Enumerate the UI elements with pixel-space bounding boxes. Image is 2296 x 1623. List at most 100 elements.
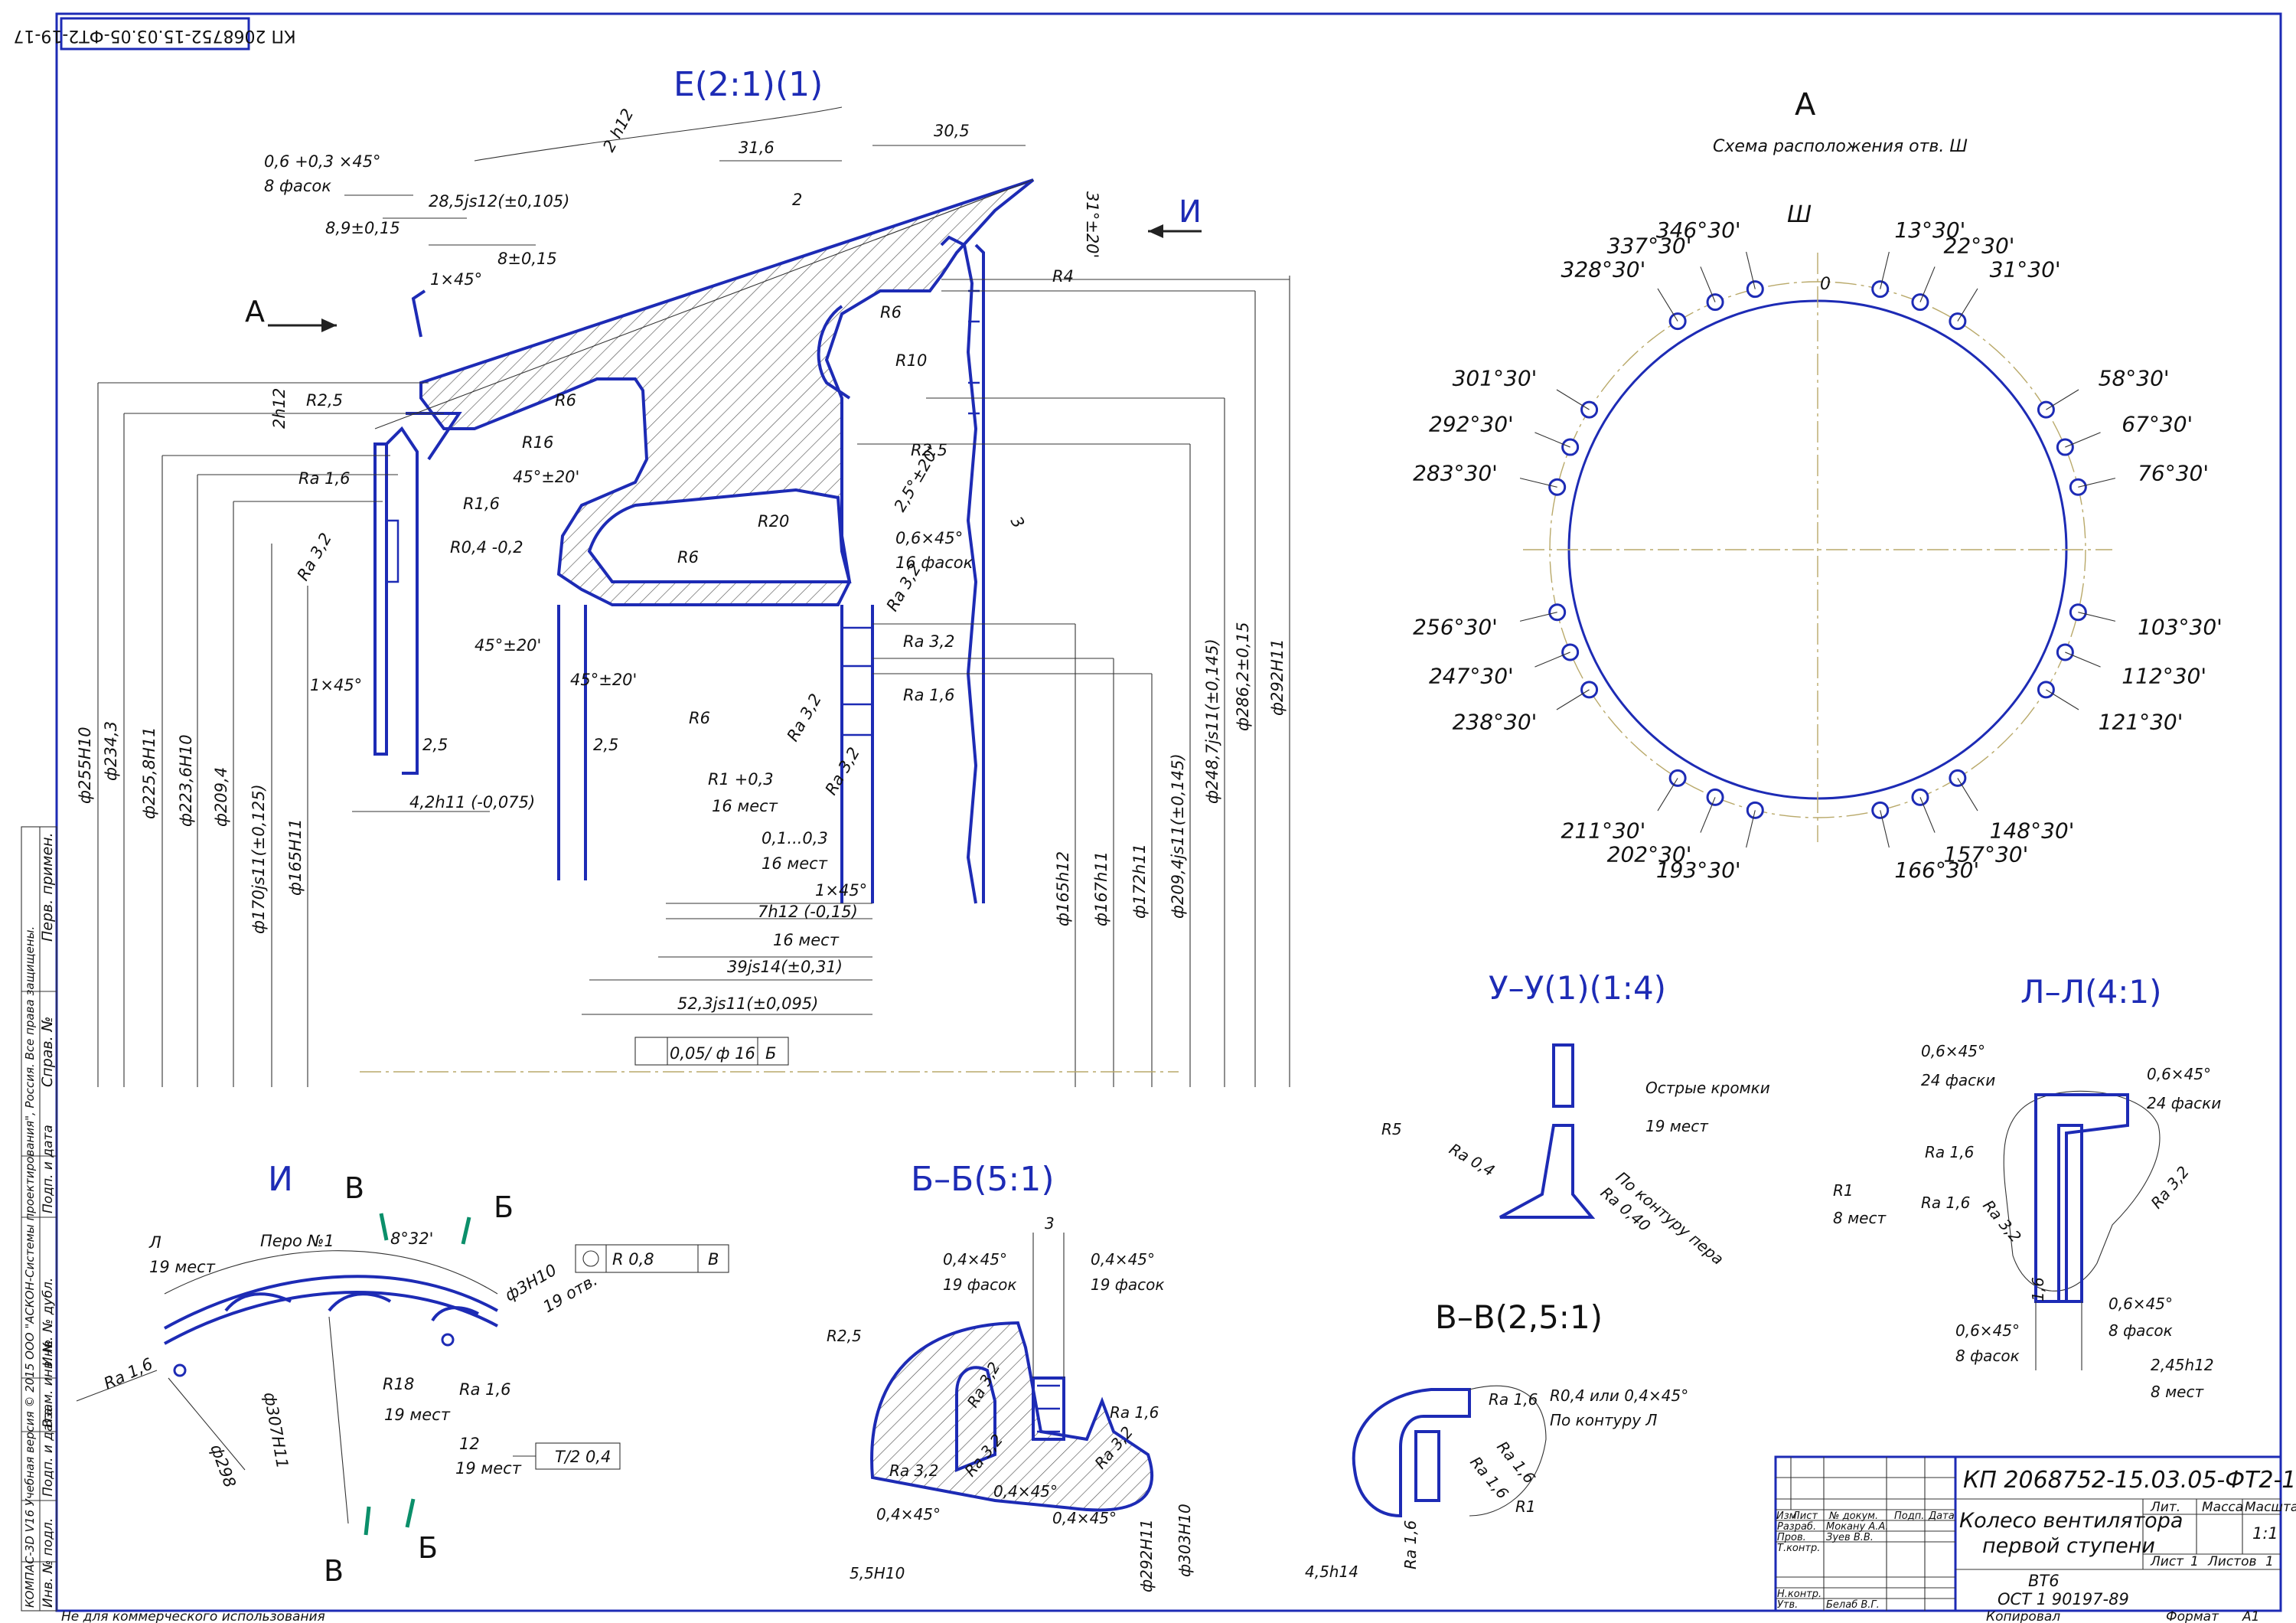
angle-leader xyxy=(1556,389,1590,410)
vv-contour-l: По контуру Л xyxy=(1550,1411,1657,1429)
dim-0-1-0-3: 0,1...0,3 xyxy=(762,829,828,847)
dim-45deg-a: 45°±20' xyxy=(513,468,579,486)
angle-label: 13°30' xyxy=(1894,217,1965,243)
tb-name-mokanu: Мокану А.А. xyxy=(1826,1521,1888,1533)
tb-col-podp: Подп. xyxy=(1894,1510,1924,1522)
dim-8-facets: 8 фасок xyxy=(264,177,331,195)
side-note-kompas: КОМПАС-3D V16 Учебная версия © 2015 ООО … xyxy=(23,926,37,1608)
footer-format: Формат xyxy=(2166,1609,2219,1623)
vv-r0-4: R0,4 или 0,4×45° xyxy=(1550,1386,1688,1405)
ll-chamfer-d: 0,6×45° xyxy=(1955,1321,2020,1340)
dim-16-places-b: 16 мест xyxy=(762,854,828,873)
dim-0-6x45: 0,6×45° xyxy=(895,529,963,547)
dim-r6-b: R6 xyxy=(555,391,576,410)
i-ra-1-6-a: Ra 1,6 xyxy=(101,1354,155,1393)
ll-chamfer-c: 0,6×45° xyxy=(2108,1295,2173,1313)
angle-leader xyxy=(2078,478,2116,488)
tb-role-utv: Утв. xyxy=(1777,1599,1798,1611)
i-19-places-a: 19 мест xyxy=(149,1258,216,1276)
tb-sheet: Лист xyxy=(2150,1554,2184,1569)
left-strip xyxy=(21,826,57,1612)
view-a: А Схема расположения отв. Ш 346°30'337°3… xyxy=(1413,87,2223,883)
side-label-podp2: Подп. и дата xyxy=(41,1408,56,1497)
angle-label: 112°30' xyxy=(2122,664,2206,689)
dim-16-places-c: 16 мест xyxy=(773,931,840,949)
ll-24-facets-a: 24 фаски xyxy=(1921,1071,1995,1089)
ll-ra-1-6-vert: 1,6 xyxy=(2029,1277,2047,1301)
dim-1x45-bottom: 1×45° xyxy=(815,881,867,900)
angle-leader xyxy=(1919,797,1936,833)
angle-label: 193°30' xyxy=(1656,857,1741,883)
tol-base-b: Б xyxy=(765,1044,776,1063)
bb-r2-5: R2,5 xyxy=(827,1327,862,1345)
angle-leader xyxy=(1534,651,1570,668)
angle-leader xyxy=(2065,651,2101,668)
tb-role-razrab: Разраб. xyxy=(1777,1521,1816,1533)
tb-col-izm: Изм xyxy=(1776,1510,1797,1522)
i-r18: R18 xyxy=(383,1375,414,1393)
bb-19-chamfers-b: 19 фасок xyxy=(1091,1275,1164,1294)
dia-209-4: ф209,4 xyxy=(212,767,230,827)
angle-leader xyxy=(1700,797,1716,833)
cut-b-top: Б xyxy=(494,1190,514,1224)
ll-8-places-b: 8 мест xyxy=(2151,1383,2204,1401)
angle-label: 292°30' xyxy=(1429,411,1514,436)
view-e: Е(2:1)(1) xyxy=(76,65,1290,1087)
tb-role-tkontr: Т.контр. xyxy=(1777,1543,1820,1554)
ll-ra-1-6-a: Ra 1,6 xyxy=(1925,1143,1974,1161)
i-19-places-c: 19 мест xyxy=(455,1459,522,1478)
dim-chamfer-0-6: 0,6 +0,3 ×45° xyxy=(264,152,381,171)
view-uu-title: У–У(1)(1:4) xyxy=(1489,969,1666,1007)
footer-copied: Копировал xyxy=(1986,1609,2060,1623)
tb-sheet-no: 1 xyxy=(2190,1554,2199,1569)
side-label-inv-dubl: Инв. № дубл. xyxy=(41,1278,56,1367)
dim-r1: R1 +0,3 xyxy=(708,770,774,789)
side-label-perv: Перв. примен. xyxy=(39,832,56,942)
dim-r20: R20 xyxy=(758,512,789,531)
dim-8: 8±0,15 xyxy=(497,250,557,268)
angle-leader xyxy=(2046,389,2079,410)
arrow-i-label: И xyxy=(1179,194,1202,230)
ll-ra-1-6-b: Ra 1,6 xyxy=(1921,1194,1970,1212)
angle-label: 256°30' xyxy=(1413,614,1498,639)
angle-label: 31°30' xyxy=(1990,256,2061,282)
angle-leader xyxy=(1657,778,1678,812)
uu-r5: R5 xyxy=(1381,1120,1402,1138)
bb-dim-3: 3 xyxy=(1045,1214,1055,1233)
angle-label: 328°30' xyxy=(1561,256,1646,282)
dim-3: 3 xyxy=(1007,514,1028,532)
tb-col-list: Лист xyxy=(1792,1510,1818,1522)
angle-label: 211°30' xyxy=(1561,818,1646,844)
i-dim-12: 12 xyxy=(459,1435,480,1453)
view-vv: В–В(2,5:1) Ra 1,6 R0,4 или 0,4×45° По ко… xyxy=(1305,1298,1688,1581)
view-a-subtitle: Схема расположения отв. Ш xyxy=(1713,137,1968,156)
i-ra-1-6-b: Ra 1,6 xyxy=(459,1380,511,1399)
angle-leader xyxy=(1880,251,1890,289)
ll-ra-3-2-b: Ra 3,2 xyxy=(2147,1163,2193,1213)
tb-sheets-no: 1 xyxy=(2265,1554,2274,1569)
i-angle-8-32: 8°32' xyxy=(390,1229,433,1248)
dia-225-8: ф225,8H11 xyxy=(140,727,158,819)
ll-chamfer-a: 0,6×45° xyxy=(1921,1042,1985,1060)
angle-label: 58°30' xyxy=(2099,365,2170,390)
bb-dia-292: ф292H11 xyxy=(1137,1519,1156,1592)
view-bb-title: Б–Б(5:1) xyxy=(911,1160,1055,1199)
angle-label: 202°30' xyxy=(1607,841,1692,867)
ll-r1: R1 xyxy=(1833,1181,1854,1200)
bb-chamfer-e: 0,4×45° xyxy=(1052,1509,1117,1527)
title-block: КП 2068752-15.03.05-ФТ2-19-17 Колесо вен… xyxy=(1774,1455,2296,1612)
angle-label: 346°30' xyxy=(1656,217,1741,243)
ra-3-2-c: Ra 3,2 xyxy=(903,632,955,651)
uu-ra-0-4: Ra 0,4 xyxy=(1446,1140,1499,1181)
dim-39js14: 39js14(±0,31) xyxy=(727,958,843,976)
sheet-frame xyxy=(21,12,2282,1612)
top-stamp-box xyxy=(60,17,250,51)
dim-30-5: 30,5 xyxy=(934,122,970,140)
side-strip-labels: Перв. примен. Справ. № Подп. и дата Инв.… xyxy=(23,832,56,1608)
angle-leader xyxy=(1919,266,1936,302)
angle-labels: 346°30'337°30'328°30'301°30'292°30'283°3… xyxy=(1413,201,2223,883)
angle-label: 337°30' xyxy=(1607,233,1692,259)
bb-chamfer-b: 0,4×45° xyxy=(1091,1250,1155,1269)
dim-45deg-c: 45°±20' xyxy=(570,671,637,689)
